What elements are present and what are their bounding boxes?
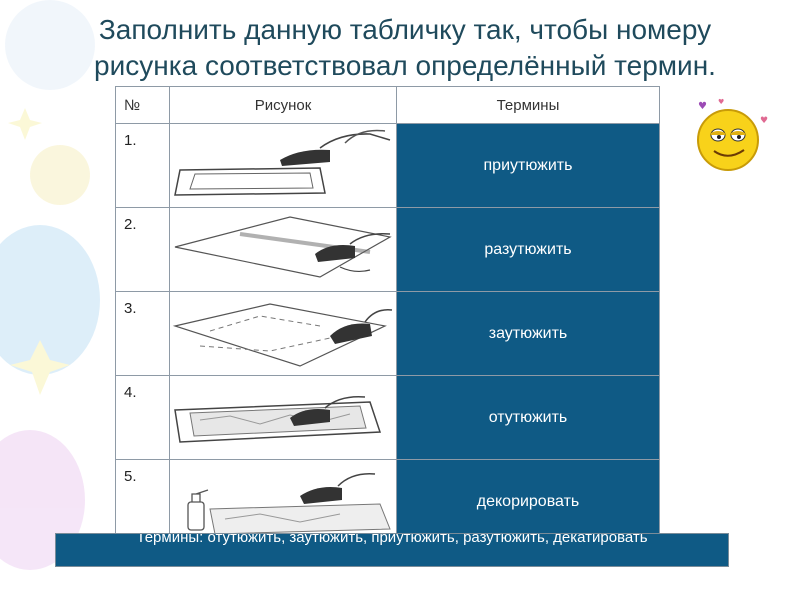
row-number: 5. xyxy=(115,459,170,544)
terms-table: № Рисунок Термины 1. приутюжить 2. xyxy=(115,86,660,544)
table-row: 5. декорировать xyxy=(115,459,660,544)
term-cell: приутюжить xyxy=(396,123,660,208)
smiley-icon: ♥ ♥ ♥ xyxy=(697,98,768,171)
picture-cell xyxy=(169,291,397,376)
term-cell: разутюжить xyxy=(396,207,660,292)
table-header-row: № Рисунок Термины xyxy=(115,86,660,124)
table-row: 3. заутюжить xyxy=(115,291,660,376)
page-title: Заполнить данную табличку так, чтобы ном… xyxy=(40,12,770,84)
row-number: 2. xyxy=(115,207,170,292)
picture-cell xyxy=(169,375,397,460)
header-num: № xyxy=(115,86,170,124)
terms-hint-bar: Термины: отутюжить, заутюжить, приутюжит… xyxy=(55,533,729,567)
title-line-1: Заполнить данную табличку так, чтобы ном… xyxy=(98,14,712,45)
picture-cell xyxy=(169,123,397,208)
iron-pressing-fold-icon xyxy=(172,303,393,367)
table-row: 1. приутюжить xyxy=(115,123,660,208)
row-number: 1. xyxy=(115,123,170,208)
term-cell: заутюжить xyxy=(396,291,660,376)
picture-cell xyxy=(169,459,397,544)
table-row: 2. разутюжить xyxy=(115,207,660,292)
term-cell: отутюжить xyxy=(396,375,660,460)
svg-text:♥: ♥ xyxy=(718,98,724,106)
svg-text:♥: ♥ xyxy=(760,116,768,126)
row-number: 3. xyxy=(115,291,170,376)
picture-cell xyxy=(169,207,397,292)
svg-text:♥: ♥ xyxy=(698,101,707,112)
iron-pressing-seam-icon xyxy=(174,216,392,278)
term-cell: декорировать xyxy=(396,459,660,544)
title-line-2: рисунка соответствовал определённый терм… xyxy=(94,50,716,81)
terms-hint-text: Термины: отутюжить, заутюжить, приутюжит… xyxy=(136,533,648,546)
row-number: 4. xyxy=(115,375,170,460)
table-row: 4. отутюжить xyxy=(115,375,660,460)
iron-pressing-cloth-icon xyxy=(174,395,382,443)
iron-pressing-square-icon xyxy=(174,129,391,196)
header-terms: Термины xyxy=(396,86,660,124)
iron-spray-bottle-icon xyxy=(187,473,391,535)
header-picture: Рисунок xyxy=(169,86,397,124)
